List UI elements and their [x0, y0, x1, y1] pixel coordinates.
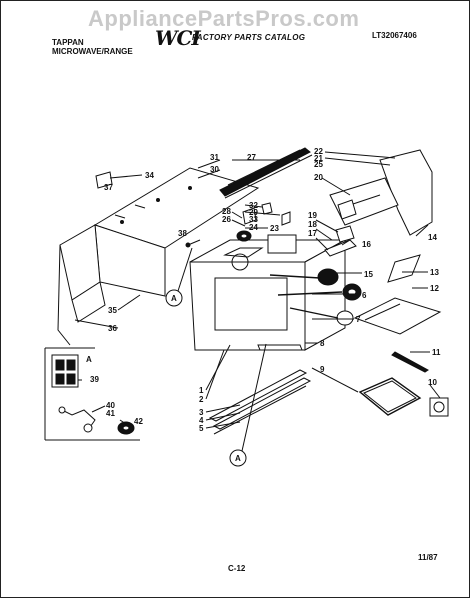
- glass-tray: [358, 351, 429, 416]
- brand-block: TAPPAN MICROWAVE/RANGE: [52, 38, 133, 56]
- part-label: 20: [314, 173, 323, 182]
- wci-logo: WCI: [155, 26, 201, 50]
- part-label: 10: [428, 378, 437, 387]
- part-label: 17: [308, 229, 317, 238]
- part-label: 31: [210, 153, 219, 162]
- part-label: 3: [199, 408, 204, 417]
- part-label: 39: [90, 375, 99, 384]
- fan-and-stirrer: [269, 268, 362, 326]
- bottom-rails: [208, 344, 312, 435]
- part-label: 38: [178, 229, 187, 238]
- callout-a-lower: A: [235, 454, 241, 463]
- part-label: 23: [270, 224, 279, 233]
- outer-cabinet-panel: [57, 167, 260, 346]
- part-label: 2: [199, 395, 204, 404]
- part-label: 11: [432, 348, 441, 357]
- catalog-title: FACTORY PARTS CATALOG: [192, 33, 306, 42]
- part-label: 41: [106, 409, 115, 418]
- vent-strip: [219, 147, 313, 199]
- part-label: 6: [362, 291, 367, 300]
- callout-markers: A A A: [86, 247, 267, 467]
- part-label: 32: [249, 201, 258, 210]
- part-label: 30: [210, 165, 219, 174]
- part-label: 5: [199, 424, 204, 433]
- part-number-labels: 34 31 30 27 22 21 20 14 16 19 18 17 15 6…: [90, 147, 441, 433]
- revision-date: 11/87: [418, 553, 438, 562]
- part-label: 16: [362, 240, 371, 249]
- part-label: 42: [134, 417, 143, 426]
- page-number: C-12: [228, 564, 246, 573]
- watermark: AppliancePartsPros.com: [88, 6, 360, 31]
- part-label: 7: [356, 315, 361, 324]
- rear-side-panels: [329, 149, 433, 236]
- part-label: 25: [314, 160, 323, 169]
- inset-components: [44, 347, 140, 441]
- part-label: 37: [104, 183, 113, 192]
- part-label: 8: [320, 339, 325, 348]
- part-label: 12: [430, 284, 439, 293]
- part-label: 36: [108, 324, 117, 333]
- callout-a-inset: A: [86, 355, 92, 364]
- small-components: [95, 171, 449, 417]
- callout-a-upper: A: [171, 294, 177, 303]
- part-label: 19: [308, 211, 317, 220]
- oven-cavity: [189, 234, 346, 351]
- part-label: 27: [247, 153, 256, 162]
- part-label: 40: [106, 401, 115, 410]
- part-label: 22: [314, 147, 323, 156]
- part-label: 26: [222, 215, 231, 224]
- part-label: 24: [249, 223, 258, 232]
- part-label: 13: [430, 268, 439, 277]
- document-number: LT32067406: [372, 31, 417, 40]
- part-label: 18: [308, 220, 317, 229]
- part-label: 9: [320, 365, 325, 374]
- bracket-and-tray: [353, 254, 442, 335]
- part-label: 14: [428, 233, 437, 242]
- part-label: 34: [145, 171, 154, 180]
- part-label: 1: [199, 386, 204, 395]
- part-label: 35: [108, 306, 117, 315]
- part-label: 28: [222, 207, 231, 216]
- leader-lines: [74, 151, 441, 429]
- product-line: MICROWAVE/RANGE: [52, 47, 133, 56]
- brand-name: TAPPAN: [52, 38, 84, 47]
- part-label: 15: [364, 270, 373, 279]
- part-label: 4: [199, 416, 204, 425]
- part-label: 21: [314, 154, 323, 163]
- part-label: 33: [249, 215, 258, 224]
- part-label: 29: [249, 208, 258, 217]
